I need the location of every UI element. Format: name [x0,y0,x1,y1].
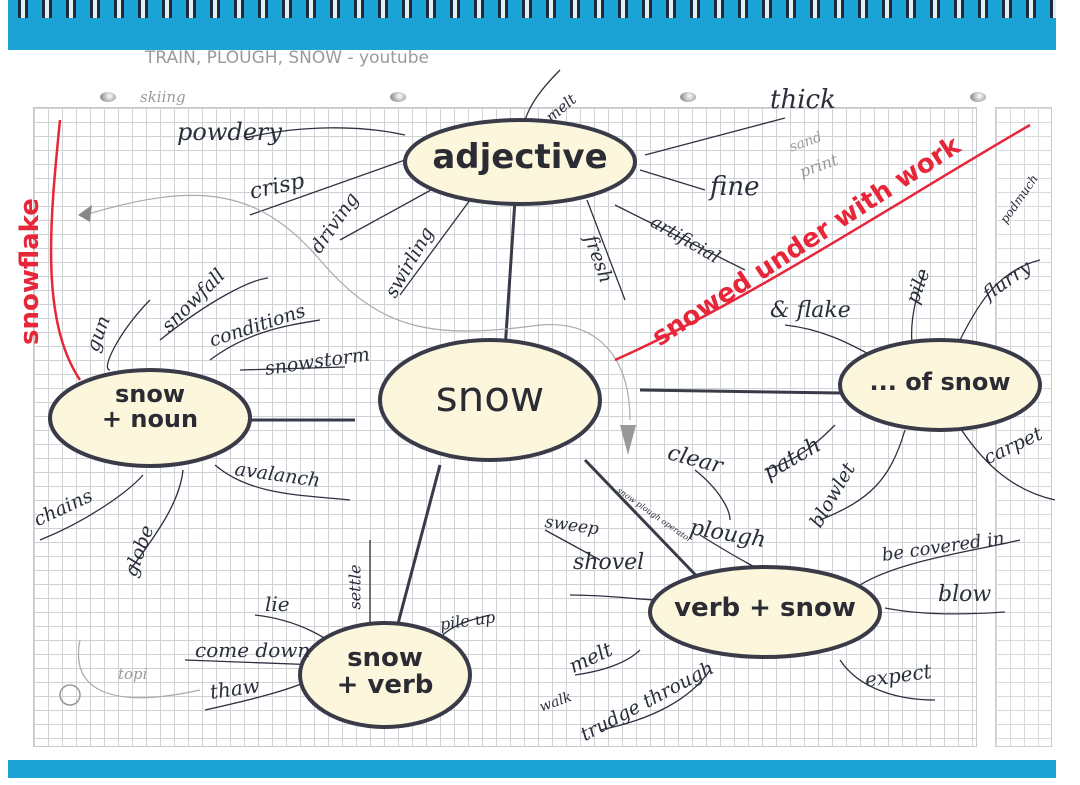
word: come down [195,638,311,662]
word: shovel [573,550,645,575]
node-adjective: adjective [432,137,608,177]
connector [244,127,406,139]
word: skiing [140,88,186,106]
gray-arrow [84,194,631,421]
red-underline [614,123,1031,362]
word: topi [118,665,148,683]
red-note-snowflake: snowflake [15,198,45,345]
node-line: snow [114,380,186,408]
punch-hole [100,92,116,102]
node-snow-verb: snow+ verb [315,643,455,701]
branch-to-snow-verb [393,464,442,636]
graph-paper-margin [995,107,1052,747]
red-line [49,119,82,381]
node-of-snow: ... of snow [869,368,1011,396]
word: powdery [177,118,282,146]
cloud-verb-snow [648,565,882,659]
node-line: snow [347,643,423,673]
word: thick [770,85,836,115]
node-line: + verb [336,670,434,701]
node-snow: snow [435,372,545,421]
header-note: TRAIN, PLOUGH, SNOW - youtube [145,48,429,68]
node-snow-noun: snow+ noun [70,380,230,434]
cloud-snow [378,338,602,462]
word: & flake [770,298,851,323]
cloud-adjective [403,118,637,206]
word: lie [265,592,290,616]
exclamation-icon [620,425,636,455]
connector [249,159,406,216]
cloud-snow-noun [48,368,252,468]
cloud-snow-verb [298,621,472,729]
punch-hole [680,92,696,102]
branch-to-verb-snow [583,458,712,592]
cloud-of-snow [838,338,1042,432]
punch-hole [970,92,986,102]
word: fine [710,172,760,202]
arrow-head-icon [78,205,92,222]
globe-doodle-icon [59,684,81,706]
word: settle [345,564,365,610]
word: blow [938,582,992,607]
notebook-bottom-edge [8,760,1056,778]
branch-to-of-snow [639,388,841,395]
node-line: + noun [101,405,199,434]
branch-to-adjective [503,199,517,351]
spiral-rings [8,0,1056,18]
node-verb-snow: verb + snow [674,593,856,623]
punch-hole [390,92,406,102]
